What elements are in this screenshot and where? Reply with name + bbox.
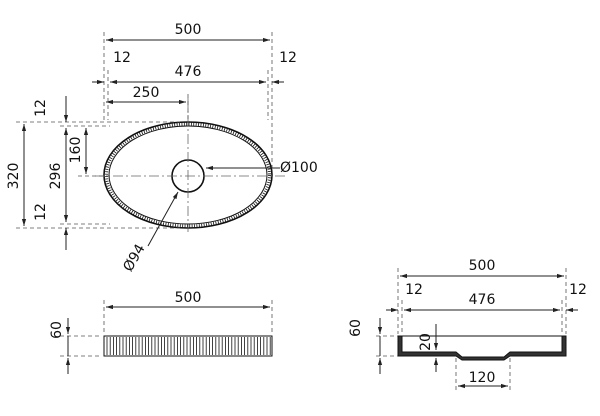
- front-ribbing: [106, 337, 271, 355]
- side-view: 500 12 12 476 60 20 120: [348, 258, 587, 392]
- dim-bowl-callout: Ø94: [120, 241, 148, 274]
- dim-half-depth: 160: [68, 137, 84, 164]
- side-dim-inner-width: 476: [469, 292, 496, 308]
- front-dim-height: 60: [49, 321, 65, 339]
- dim-right-rim: 12: [279, 50, 297, 66]
- dim-overall-width: 500: [175, 22, 202, 38]
- side-dim-right-rim: 12: [569, 282, 587, 298]
- side-dim-drain-width: 120: [469, 370, 496, 386]
- dim-inner-width: 476: [175, 64, 202, 80]
- side-dim-base-thickness: 20: [418, 333, 434, 351]
- side-dim-height: 60: [348, 319, 364, 337]
- dim-bottom-rim: 12: [33, 203, 49, 221]
- dim-left-rim: 12: [113, 50, 131, 66]
- front-dim-width: 500: [175, 290, 202, 306]
- dim-inner-depth: 296: [48, 163, 64, 190]
- dim-half-width: 250: [133, 85, 160, 101]
- top-view: 500 12 12 476 250 320 12 296 12 160: [6, 22, 318, 274]
- front-profile: [103, 335, 273, 357]
- basin-rim-texture: [105, 122, 271, 228]
- dim-top-rim: 12: [33, 99, 49, 117]
- front-view: 500 60: [49, 290, 273, 374]
- bowl-leader: [147, 191, 179, 247]
- side-dim-left-rim: 12: [405, 282, 423, 298]
- dim-overall-depth: 320: [6, 163, 22, 190]
- dim-drain-diameter: Ø100: [280, 160, 318, 176]
- side-dim-overall-width: 500: [469, 258, 496, 274]
